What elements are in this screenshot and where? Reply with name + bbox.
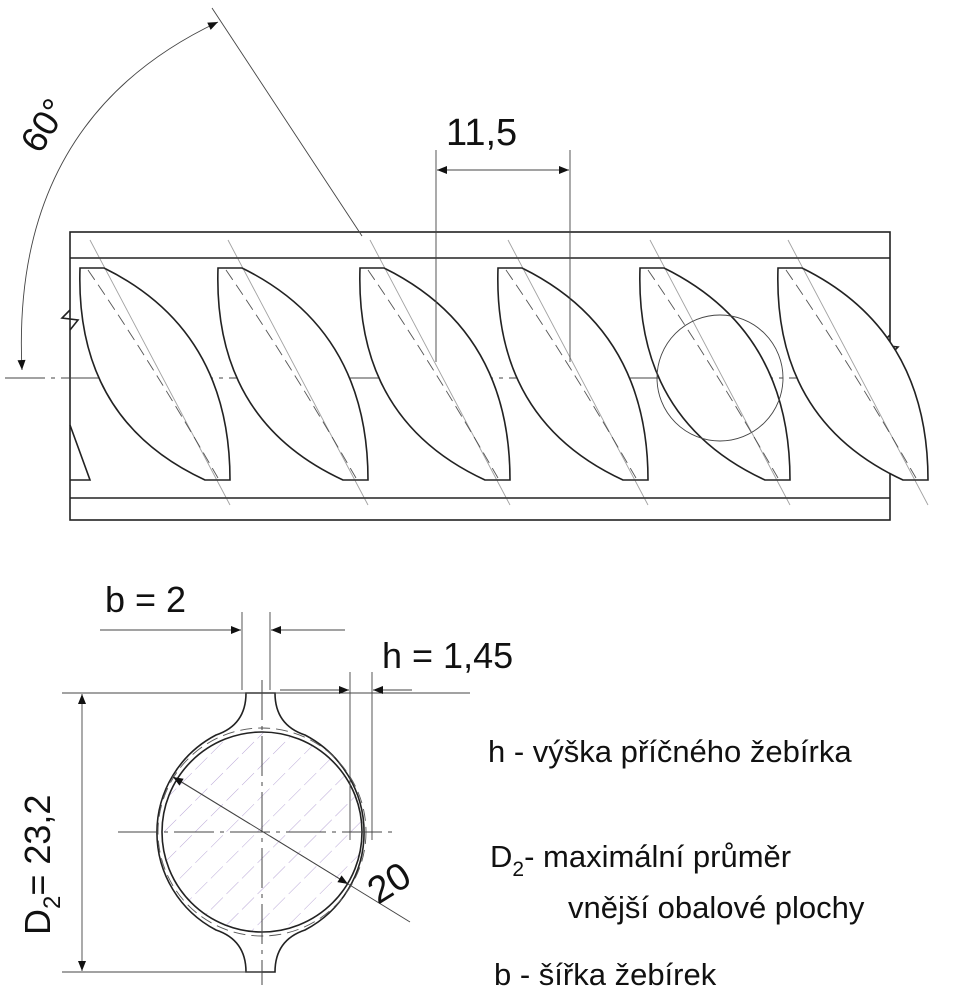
- rib-3: [359, 267, 511, 481]
- ribbed-outline: [156, 692, 365, 973]
- rib-1: [79, 267, 231, 481]
- partial-rib-left: [69, 424, 92, 481]
- legend: h - výška příčného žebírka D2- maximální…: [488, 734, 865, 992]
- angle-label: 60°: [12, 91, 76, 159]
- rib-guide-6: [787, 239, 929, 506]
- rib-6: [777, 267, 929, 481]
- legend-d2: D2- maximální průměr: [490, 839, 791, 881]
- core-diameter-label: 20: [361, 855, 419, 913]
- rib-height-label: h = 1,45: [382, 635, 513, 676]
- legend-d2-cont: vnější obalové plochy: [568, 890, 865, 925]
- detail-circle: [656, 314, 784, 442]
- rib-direction-line: [211, 7, 363, 237]
- transverse-ribs: [79, 239, 929, 506]
- diameter-label: D2= 23,2: [17, 795, 66, 935]
- rib-axis-6: [785, 269, 917, 479]
- pitch-dimension: 11,5: [435, 112, 571, 362]
- rib-guide-5: [649, 239, 791, 506]
- rib-guide-3: [369, 239, 511, 506]
- rib-axis-2: [225, 269, 357, 479]
- legend-b: b - šířka žebírek: [494, 957, 717, 992]
- rib-axis-4: [505, 269, 637, 479]
- rib-4: [497, 267, 649, 481]
- pitch-label: 11,5: [446, 112, 517, 154]
- legend-h: h - výška příčného žebírka: [488, 734, 852, 769]
- cross-section: D2= 23,2 b = 2 h = 1,45 20: [17, 579, 513, 985]
- rib-2: [217, 267, 369, 481]
- rib-width-label: b = 2: [105, 579, 186, 620]
- rib-guide-2: [227, 239, 369, 506]
- side-view: [5, 231, 929, 521]
- rib-5: [639, 267, 791, 481]
- angle-arc: [17, 21, 219, 371]
- rib-guide-4: [507, 239, 649, 506]
- rib-axis-5: [647, 269, 779, 479]
- rib-axis-3: [367, 269, 499, 479]
